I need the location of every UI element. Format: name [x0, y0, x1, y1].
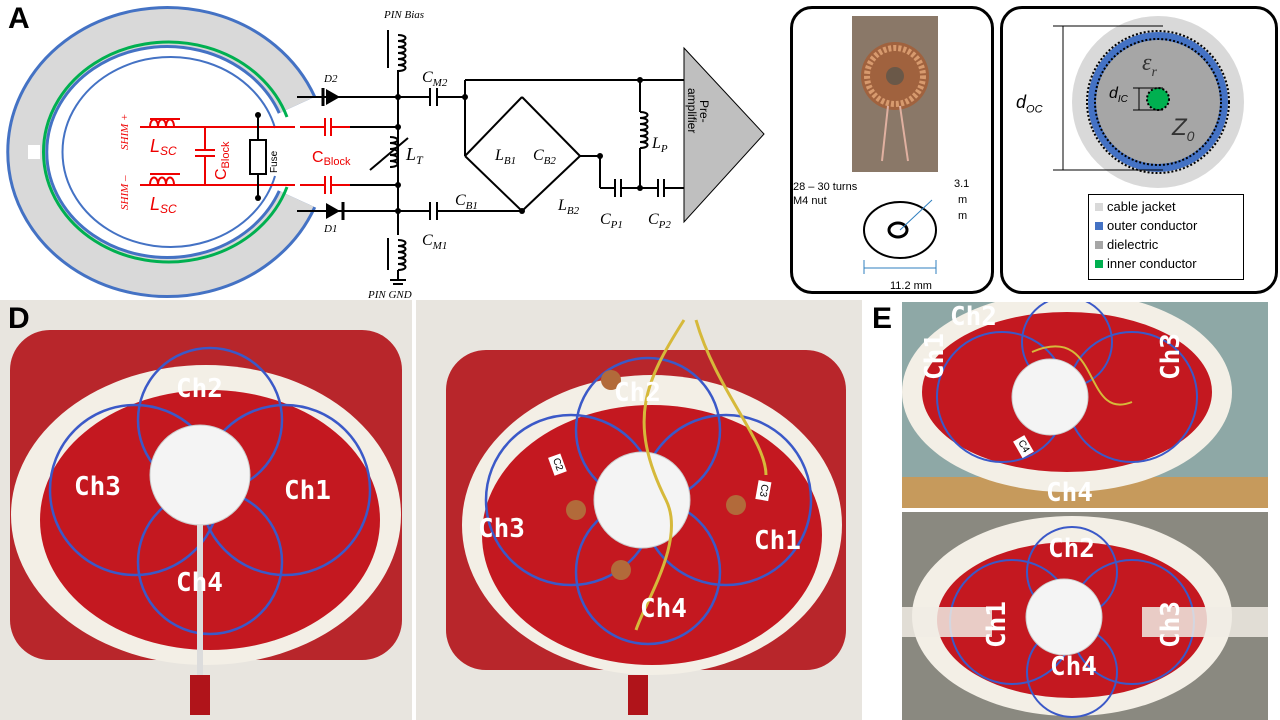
- circuit-diagram: PIN Bias PIN GND D2 D1 CM2 CM1 LT LB1 CB…: [6, 6, 765, 300]
- cm2-label: CM2: [422, 69, 448, 89]
- diode-d1: [326, 202, 345, 220]
- dic-label: dIC: [1109, 85, 1128, 106]
- panel-label-e: E: [872, 302, 893, 335]
- lsc-top-label: LSC: [150, 136, 177, 158]
- impedance-label: Z0: [1172, 114, 1195, 144]
- lp-label: LP: [651, 135, 668, 155]
- fuse-label: Fuse: [269, 150, 280, 173]
- lsc-bottom-label: LSC: [150, 194, 177, 216]
- legend-item: outer conductor: [1095, 216, 1237, 235]
- loop-ring: [6, 6, 317, 298]
- fuse-symbol: [249, 115, 267, 198]
- coax-legend: cable jacket outer conductor dielectric inn…: [1088, 194, 1244, 280]
- preamp-label-line2: amplifier: [685, 88, 699, 133]
- cb2-label: CB2: [533, 147, 556, 167]
- dim2-text: 11.2 mm: [890, 280, 932, 292]
- legend-label: dielectric: [1107, 237, 1159, 252]
- legend-item: dielectric: [1095, 235, 1237, 254]
- preamp-label-line1: Pre-: [697, 100, 711, 123]
- photo-e-bottom: [902, 512, 1268, 720]
- photo-e-top: [902, 302, 1268, 508]
- cblock-right-label: CBlock: [312, 149, 351, 168]
- legend-swatch: [1095, 222, 1103, 230]
- panel-label-d: D: [8, 302, 30, 335]
- legend-swatch: [1095, 260, 1103, 268]
- legend-item: inner conductor: [1095, 254, 1237, 273]
- toroid-photo: [852, 16, 938, 172]
- d1-label: D1: [323, 223, 337, 235]
- lb2-label: LB2: [557, 197, 580, 217]
- cp2-label: CP2: [648, 211, 671, 231]
- cp1-label: CP1: [600, 211, 623, 231]
- nut-text: M4 nut: [793, 195, 827, 207]
- shim-plus-label: SHIM +: [119, 114, 131, 150]
- coax-cross-section: [1053, 16, 1244, 188]
- cblock-left-label: CBlock: [213, 141, 232, 180]
- rf-circuit: [297, 30, 684, 285]
- turns-text: 28 – 30 turns: [793, 181, 858, 193]
- legend-item: cable jacket: [1095, 197, 1237, 216]
- legend-swatch: [1095, 203, 1103, 211]
- shim-circuit: [140, 118, 350, 194]
- diode-d2: [321, 88, 340, 106]
- legend-label: outer conductor: [1107, 218, 1198, 233]
- nut-diagram: [863, 199, 937, 274]
- panel-label-a: A: [8, 2, 30, 35]
- cm1-label: CM1: [422, 232, 447, 252]
- dim1-line1: 3.1: [954, 178, 970, 190]
- doc-label: dOC: [1016, 92, 1043, 116]
- preamplifier-triangle: [683, 46, 765, 224]
- pin-bias-label: PIN Bias: [383, 9, 424, 21]
- photo-d-left: [0, 300, 412, 720]
- cb1-label: CB1: [455, 192, 478, 212]
- lb1-label: LB1: [494, 147, 516, 167]
- shim-minus-label: SHIM –: [119, 175, 131, 210]
- legend-label: inner conductor: [1107, 256, 1197, 271]
- lt-label: LT: [405, 144, 424, 167]
- pin-gnd-label: PIN GND: [367, 289, 412, 300]
- legend-label: cable jacket: [1107, 199, 1176, 214]
- dim1-line3: m: [958, 210, 968, 222]
- legend-swatch: [1095, 241, 1103, 249]
- epsilon-label: εr: [1142, 50, 1157, 80]
- photo-d-right: [416, 300, 862, 720]
- d2-label: D2: [323, 73, 338, 85]
- dim1-line2: m: [958, 194, 968, 206]
